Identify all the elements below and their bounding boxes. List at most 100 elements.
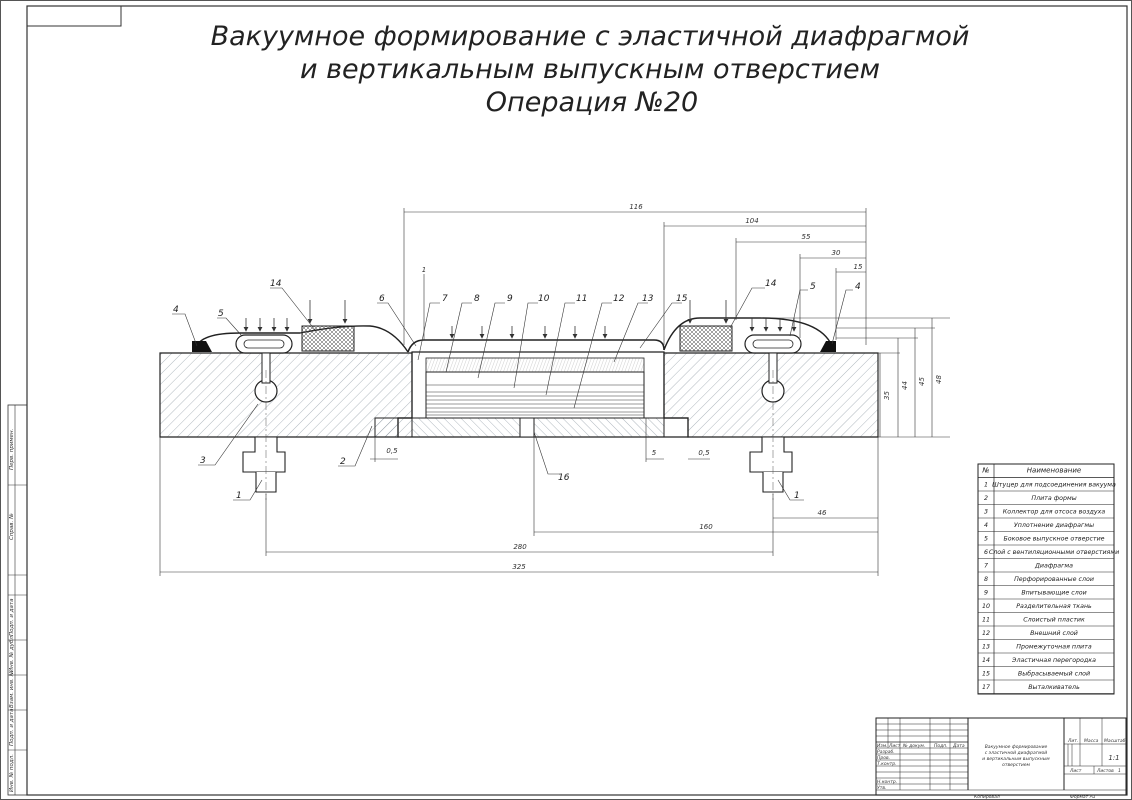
parts-table-row-name: Штуцер для подсоединения вакуума xyxy=(992,482,1116,489)
callout-15: 15 xyxy=(676,294,688,304)
tb-date: Дата xyxy=(952,743,965,749)
dim-30: 30 xyxy=(832,249,841,257)
parts-table-row-num: 8 xyxy=(984,576,988,583)
parts-table-rows: 1 Штуцер для подсоединения вакуума 2 Плита … xyxy=(978,477,1119,694)
dim-0-5-left: 0,5 xyxy=(386,447,398,455)
tb-scale-value: 1:1 xyxy=(1108,754,1119,762)
callout-5-right: 5 xyxy=(810,282,816,292)
vacuum-fitting-left xyxy=(242,352,286,500)
tb-sheets: Листов xyxy=(1096,768,1114,774)
dim-5: 5 xyxy=(652,449,657,457)
dim-15: 15 xyxy=(854,263,863,271)
parts-table-row-name: Слой с вентиляционными отверстиями xyxy=(989,549,1119,556)
tb-tkontr: Т.контр. xyxy=(877,761,897,767)
diaphragm-seal-left xyxy=(192,341,212,352)
tb-prov: Пров. xyxy=(877,755,890,761)
laminate-stack xyxy=(425,371,645,419)
parts-table-row-name: Промежуточная плита xyxy=(1016,644,1092,651)
parts-table-row-num: 9 xyxy=(984,590,988,597)
tb-utv: Утв. xyxy=(877,785,886,791)
tb-designation-3: и вертикальным выпускным xyxy=(982,757,1050,762)
tb-mass: Масса xyxy=(1084,738,1099,744)
callout-3: 3 xyxy=(200,456,206,466)
parts-table-row-num: 4 xyxy=(984,522,988,529)
parts-table-row-num: 5 xyxy=(984,536,988,543)
callout-5-left: 5 xyxy=(218,309,224,319)
elastic-partition-left xyxy=(301,325,355,352)
mold-plate-left xyxy=(159,352,413,438)
side-outlet-left-inner xyxy=(243,339,285,349)
callout-6: 6 xyxy=(379,294,385,304)
dim-1: 1 xyxy=(422,266,426,274)
callout-14-right: 14 xyxy=(765,279,777,289)
parts-table-row-name: Плита формы xyxy=(1031,495,1076,502)
tb-sheet: Лист xyxy=(1069,768,1082,774)
side-stamp-7: Инв. № подл. xyxy=(9,754,15,792)
callout-16: 16 xyxy=(558,473,570,483)
pressure-arrows xyxy=(243,300,797,339)
callout-7: 7 xyxy=(442,294,448,304)
mold-cross-section xyxy=(159,300,879,500)
laminate-lines xyxy=(426,384,644,416)
side-outlet-right-inner xyxy=(752,339,794,349)
parts-table-row-name: Внешний слой xyxy=(1030,630,1078,637)
tb-format: Формат A1 xyxy=(1070,794,1096,800)
diaphragm xyxy=(407,339,665,353)
title-block xyxy=(875,717,1127,796)
dimension-labels: 116 104 55 30 15 35 44 45 48 0,5 5 0,5 4… xyxy=(386,203,943,571)
intermediate-plate xyxy=(411,417,665,438)
parts-table-row-num: 2 xyxy=(984,495,988,502)
parts-table-row-name: Слоистый пластик xyxy=(1023,617,1085,624)
parts-table-header-name: Наименование xyxy=(1027,467,1081,475)
tb-izm: Изм. xyxy=(877,743,888,749)
callout-8: 8 xyxy=(474,294,480,304)
callout-1-right: 1 xyxy=(794,491,800,501)
parts-table-row-name: Выталкиватель xyxy=(1028,684,1080,691)
tb-nkontr: Н.контр. xyxy=(877,779,897,785)
dimension-lines xyxy=(159,208,950,576)
tb-sheets-value: 1 xyxy=(1118,768,1121,774)
title-line-2: и вертикальным выпускным отверстием xyxy=(300,54,880,85)
parts-table-row-num: 14 xyxy=(982,657,990,664)
side-stamp-4: Инв. № дубл. xyxy=(9,634,15,672)
parts-table-row-num: 13 xyxy=(982,644,990,651)
title-line-3: Операция №20 xyxy=(486,87,698,118)
parts-table-row-name: Выбрасываемый слой xyxy=(1018,670,1090,678)
vacuum-fitting-right xyxy=(749,352,793,500)
callout-9: 9 xyxy=(507,294,513,304)
callout-1-left: 1 xyxy=(236,491,242,501)
parts-table-row-name: Боковое выпускное отверстие xyxy=(1003,536,1104,543)
absorbent-layer xyxy=(425,357,645,373)
parts-table-row-num: 11 xyxy=(982,617,990,624)
tb-podp: Подп. xyxy=(934,743,948,749)
side-stamp: Перв. примен. Справ. № Подп. и дата Инв.… xyxy=(7,404,28,796)
dim-280: 280 xyxy=(513,543,527,551)
callout-4-left: 4 xyxy=(173,305,179,315)
callout-13: 13 xyxy=(642,294,654,304)
tb-doc: № докум. xyxy=(902,743,925,749)
parts-table-row-name: Коллектор для отсоса воздуха xyxy=(1003,509,1106,516)
tb-designation-4: отверстием xyxy=(1002,763,1030,768)
tb-designation-1: Вакуумное формирование xyxy=(985,744,1048,750)
dim-0-5-right: 0,5 xyxy=(698,449,710,457)
tb-razrab: Разраб. xyxy=(877,749,895,755)
side-stamp-1: Перв. примен. xyxy=(9,428,15,470)
parts-table-row-num: 3 xyxy=(984,509,988,516)
parts-table-header-num: № xyxy=(981,467,989,475)
callout-leaders xyxy=(172,274,853,501)
parts-table-row-name: Впитывающие слои xyxy=(1021,590,1086,597)
tb-copied: Копировал xyxy=(974,794,1000,800)
side-stamp-6: Подп. и дата xyxy=(9,708,15,746)
dim-160: 160 xyxy=(699,523,713,531)
parts-table-row-name: Перфорированные слои xyxy=(1014,576,1094,583)
parts-table-row-num: 1 xyxy=(984,482,988,489)
parts-table-row-num: 17 xyxy=(982,684,990,691)
parts-table-row-name: Уплотнение диафрагмы xyxy=(1014,522,1094,529)
callout-numbers: 1 2 3 4 5 14 6 7 8 9 10 11 12 13 15 16 1… xyxy=(173,279,861,501)
callout-14-left: 14 xyxy=(270,279,282,289)
tb-lit: Лит. xyxy=(1067,738,1078,744)
dim-45: 45 xyxy=(918,377,926,386)
callout-11: 11 xyxy=(576,294,587,304)
diaphragm-seal-right xyxy=(820,341,836,352)
